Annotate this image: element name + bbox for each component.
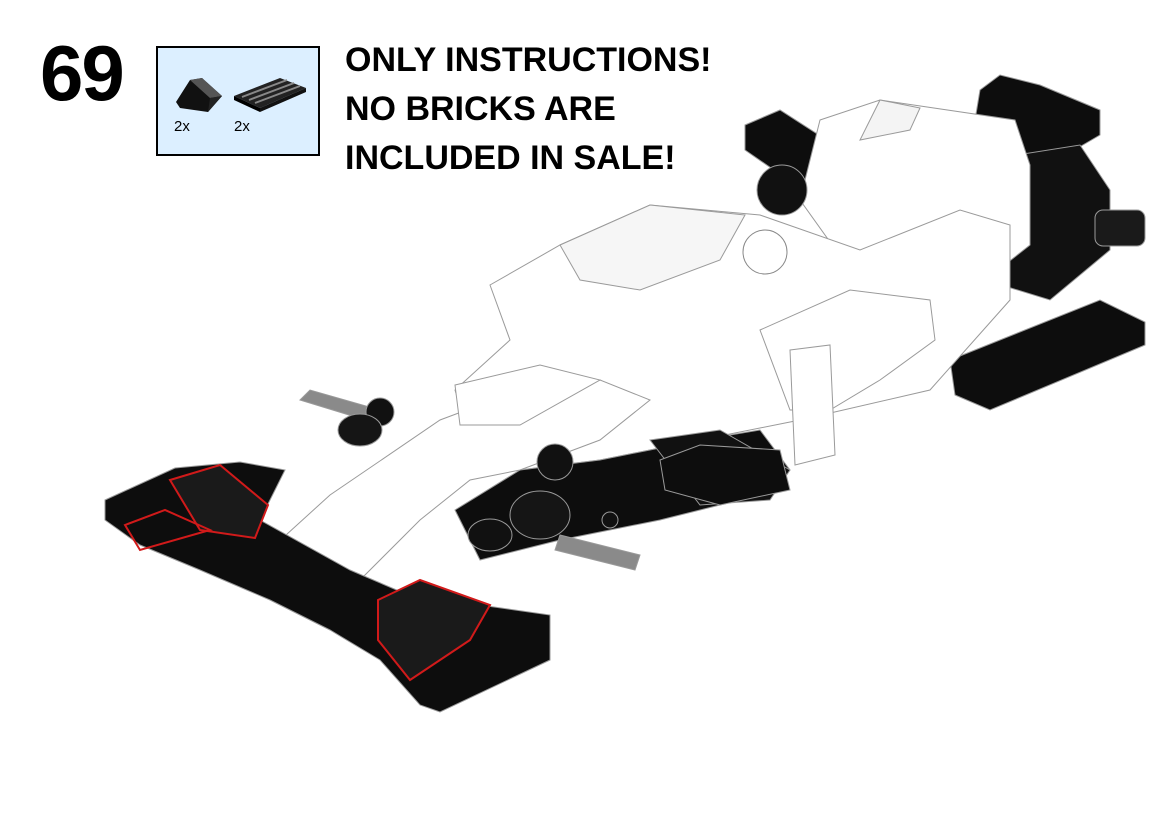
front-axle-right: [467, 443, 641, 571]
step-number: 69: [40, 29, 125, 117]
notice-line-2: NO BRICKS ARE: [345, 90, 616, 128]
front-axle-left: [299, 389, 395, 447]
notice-line-3: INCLUDED IN SALE!: [345, 139, 676, 177]
part-qty-grille: 2x: [234, 118, 250, 135]
notice-line-1: ONLY INSTRUCTIONS!: [345, 41, 712, 79]
slope-brick-icon: [176, 78, 222, 112]
parts-list-callout: 2x 2x: [156, 46, 320, 156]
part-qty-slope: 2x: [174, 118, 190, 135]
rear-base: [949, 299, 1146, 411]
grille-tile-icon: [234, 78, 306, 112]
sale-notice: ONLY INSTRUCTIONS! NO BRICKS ARE INCLUDE…: [345, 36, 711, 183]
